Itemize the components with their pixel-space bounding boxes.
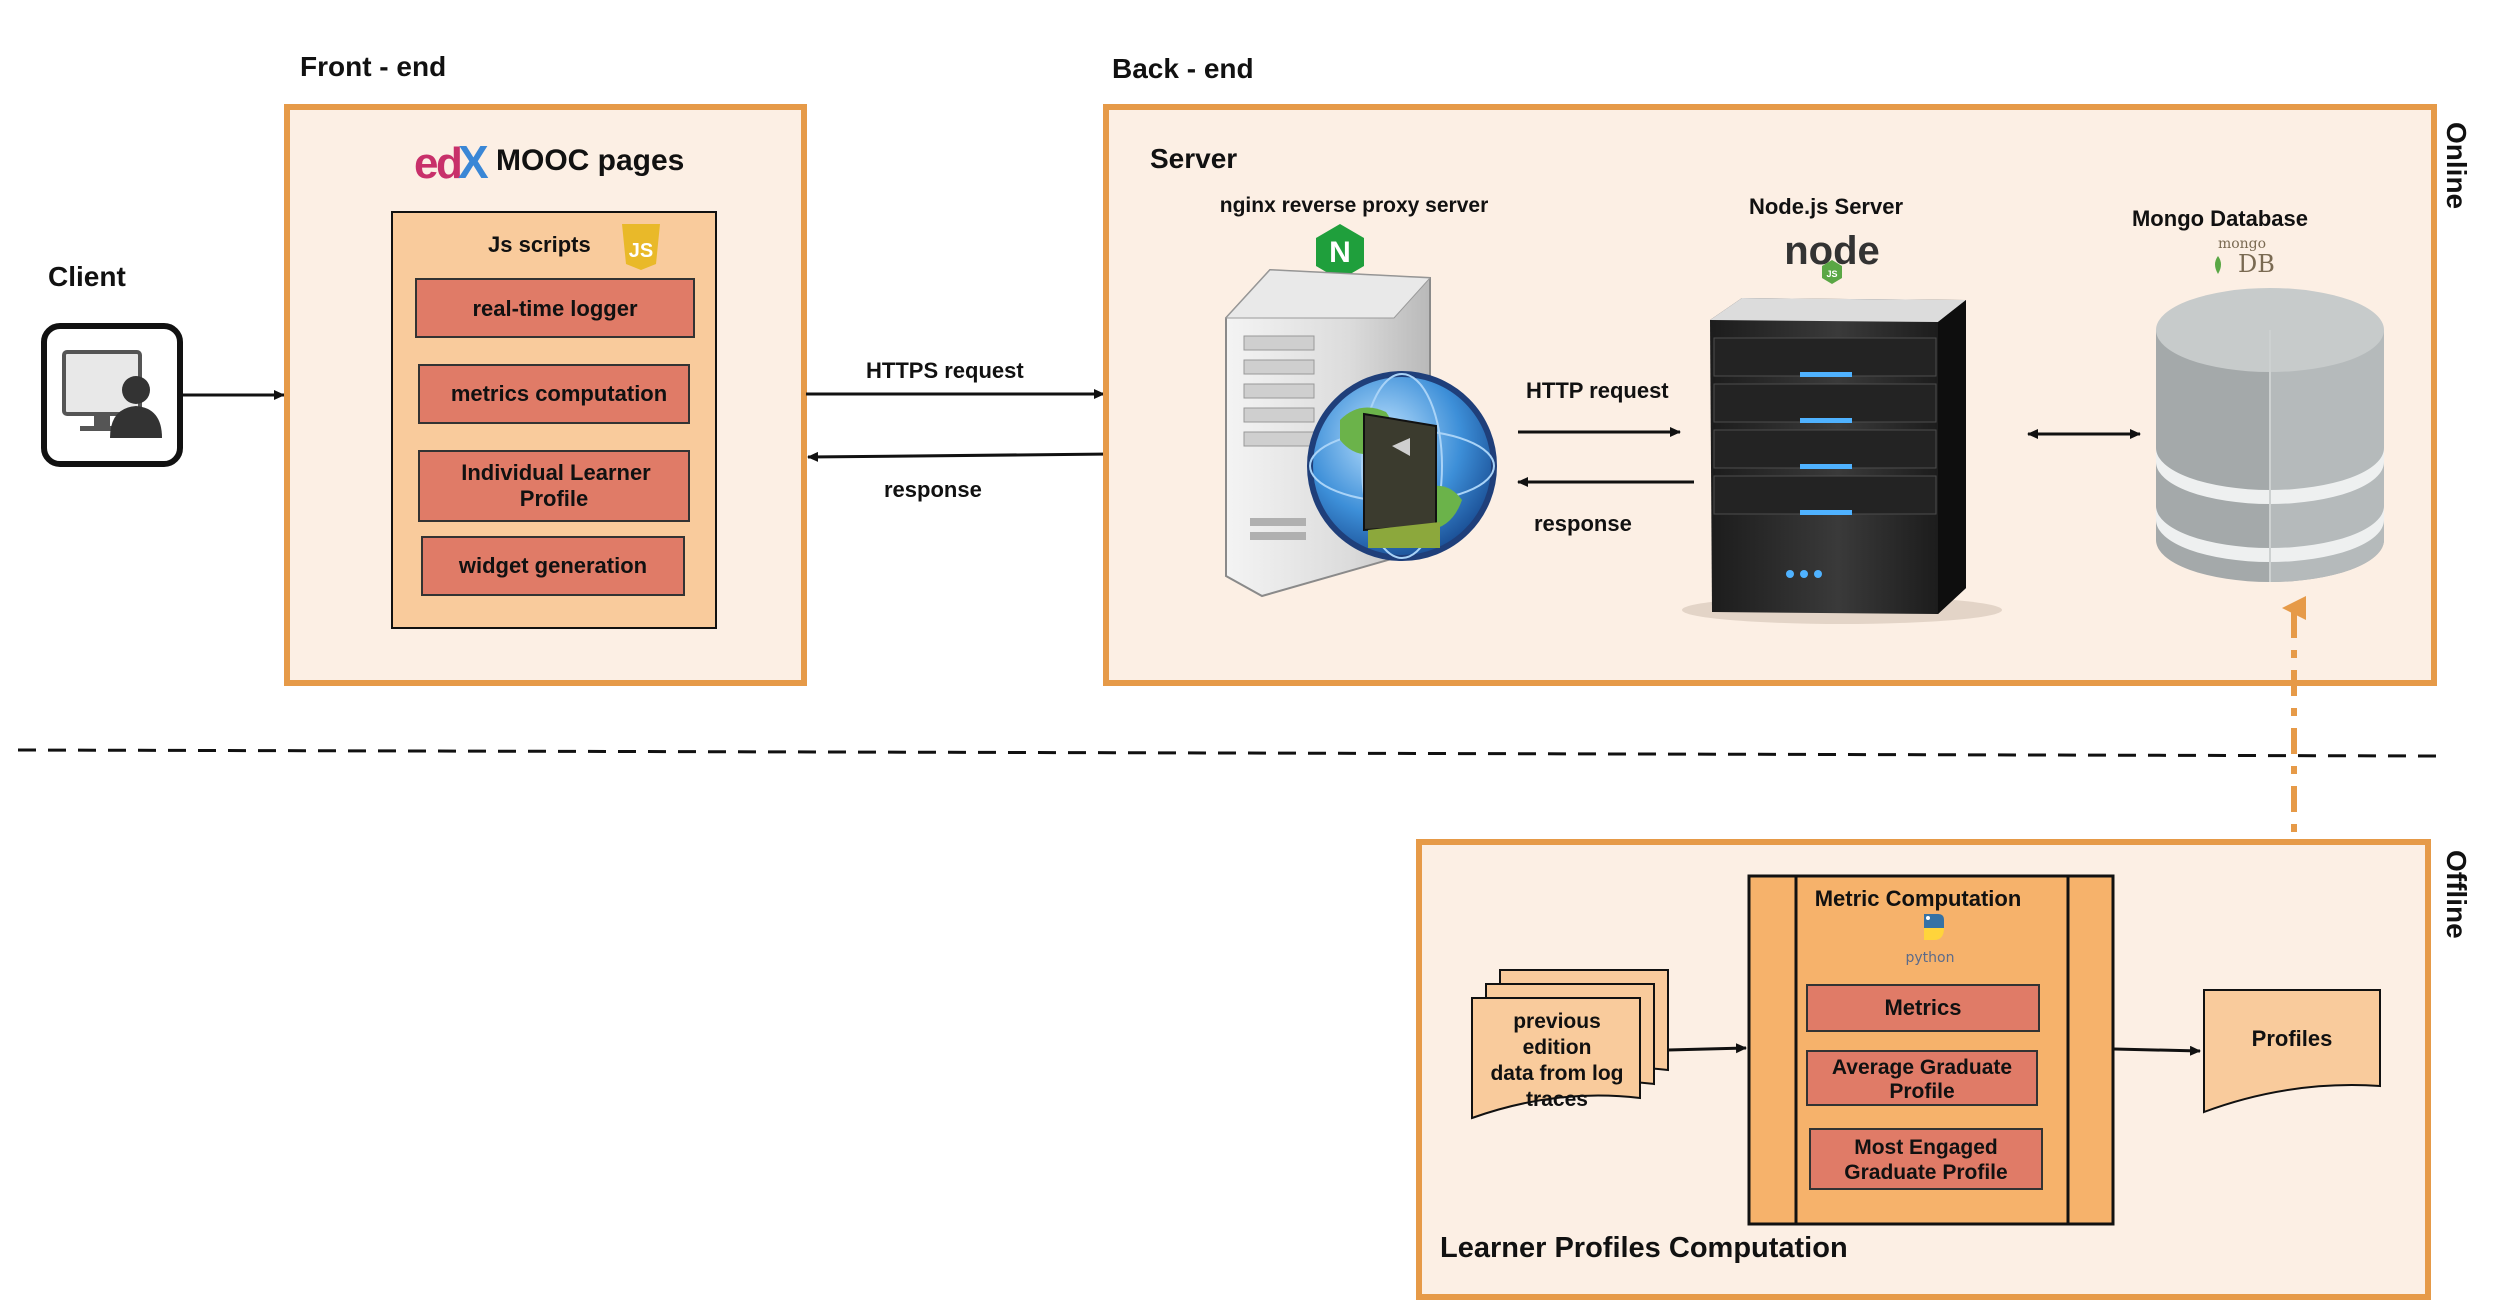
metric-item-most-engaged-graduate-profile: Most Engaged Graduate Profile: [1809, 1128, 2043, 1190]
database-cylinder-icon: [2156, 288, 2384, 582]
js-scripts-title: Js scripts: [488, 232, 591, 257]
module-label-line2: Profile: [520, 486, 588, 511]
svg-text:d: d: [436, 139, 463, 188]
node-label: Node.js Server: [1749, 194, 1904, 219]
input-doc-line-2: edition: [1523, 1036, 1592, 1059]
mongo-label: Mongo Database: [2132, 206, 2308, 231]
response-label-frontend: response: [884, 477, 982, 502]
metric-item-label-line1: Most Engaged: [1854, 1136, 1998, 1159]
metric-item-label-line2: Graduate Profile: [1844, 1161, 2007, 1184]
mooc-pages-title: MOOC pages: [496, 144, 684, 177]
server-rack-icon: [1682, 298, 2002, 624]
module-label-line1: Individual Learner: [461, 460, 651, 485]
document-icon: [2203, 989, 2381, 1114]
python-logo: python: [1906, 914, 1955, 966]
client-heading: Client: [48, 261, 126, 292]
input-doc-line-4: traces: [1526, 1088, 1588, 1111]
profiles-output-label: Profiles: [2252, 1026, 2333, 1051]
module-label: metrics computation: [451, 381, 667, 406]
document-stack-icon: [1471, 969, 1669, 1120]
input-to-metric-arrow: [1667, 1043, 1747, 1054]
http-request-label: HTTP request: [1526, 378, 1669, 403]
online-offline-divider: [17, 748, 2441, 758]
input-doc-line-3: data from log: [1490, 1062, 1623, 1085]
svg-text:python: python: [1906, 950, 1955, 966]
metric-item-label-line1: Average Graduate: [1832, 1056, 2012, 1079]
client-node: [41, 323, 183, 467]
offline-label: Offline: [2441, 850, 2472, 939]
metric-computation-title: Metric Computation: [1815, 886, 2022, 911]
server-title: Server: [1150, 143, 1237, 174]
module-individual-learner-profile: Individual Learner Profile: [418, 450, 690, 522]
edx-logo: e d X: [414, 136, 489, 188]
module-real-time-logger: real-time logger: [415, 278, 695, 338]
module-widget-generation: widget generation: [421, 536, 685, 596]
globe-icon: [1307, 371, 1497, 561]
metric-item-label: Metrics: [1884, 995, 1961, 1020]
svg-text:N: N: [1329, 236, 1351, 269]
frontend-heading: Front - end: [300, 51, 446, 82]
metric-item-metrics: Metrics: [1806, 984, 2040, 1032]
module-label: real-time logger: [472, 296, 637, 321]
metric-item-label-line2: Profile: [1889, 1080, 1954, 1103]
input-doc-line-1: previous: [1513, 1010, 1601, 1033]
nginx-label: nginx reverse proxy server: [1220, 194, 1489, 217]
response-arrow-frontend: [807, 451, 1113, 462]
svg-text:JS: JS: [629, 240, 653, 262]
metric-to-profiles-arrow: [2113, 1045, 2201, 1056]
online-label: Online: [2441, 122, 2472, 209]
metric-item-average-graduate-profile: Average Graduate Profile: [1806, 1050, 2038, 1106]
svg-text:JS: JS: [1826, 269, 1837, 279]
svg-text:mongo: mongo: [2218, 236, 2266, 252]
response-label-backend: response: [1534, 511, 1632, 536]
edx-logo-text: e: [414, 139, 438, 188]
https-request-label: HTTPS request: [866, 358, 1024, 383]
svg-text:X: X: [458, 136, 489, 188]
module-label: widget generation: [458, 553, 647, 578]
js-logo: JS: [622, 224, 660, 270]
module-metrics-computation: metrics computation: [418, 364, 690, 424]
nginx-logo: N: [1316, 224, 1364, 280]
nodejs-logo: node JS: [1784, 229, 1880, 284]
offline-panel-title: Learner Profiles Computation: [1440, 1232, 1848, 1264]
mongodb-logo: mongo DB: [2215, 236, 2275, 278]
backend-heading: Back - end: [1112, 53, 1254, 84]
svg-text:DB: DB: [2238, 250, 2275, 278]
